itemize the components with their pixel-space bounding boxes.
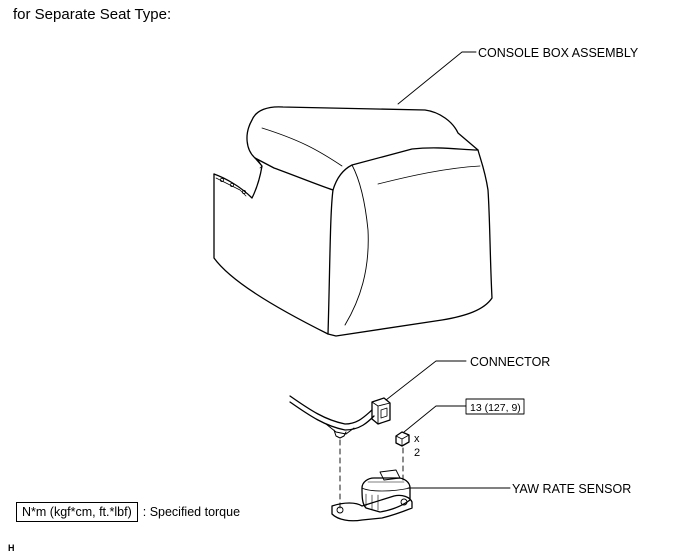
console-box-assembly xyxy=(213,106,493,337)
page-title: for Separate Seat Type: xyxy=(13,6,172,23)
nut-quantity-x: x xyxy=(414,433,420,445)
torque-legend: N*m (kgf*cm, ft.*lbf) : Specified torque xyxy=(16,502,240,522)
torque-legend-text: : Specified torque xyxy=(142,505,241,519)
connector xyxy=(371,397,391,425)
connector-leader xyxy=(385,360,467,401)
nut-quantity-count: 2 xyxy=(414,447,420,459)
wire-harness xyxy=(289,395,375,439)
torque-value-label: 13 (127, 9) xyxy=(470,402,521,414)
console-box-leader xyxy=(397,51,477,105)
torque-leader xyxy=(403,405,467,433)
corner-code: H xyxy=(8,543,15,553)
connector-label: CONNECTOR xyxy=(470,355,550,369)
torque-unit-box: N*m (kgf*cm, ft.*lbf) xyxy=(16,502,138,522)
yaw-rate-sensor xyxy=(331,469,413,522)
console-box-label: CONSOLE BOX ASSEMBLY xyxy=(478,46,639,60)
torque-value-box xyxy=(465,398,525,415)
nut-icon xyxy=(395,431,410,447)
yaw-rate-sensor-label: YAW RATE SENSOR xyxy=(512,482,631,496)
